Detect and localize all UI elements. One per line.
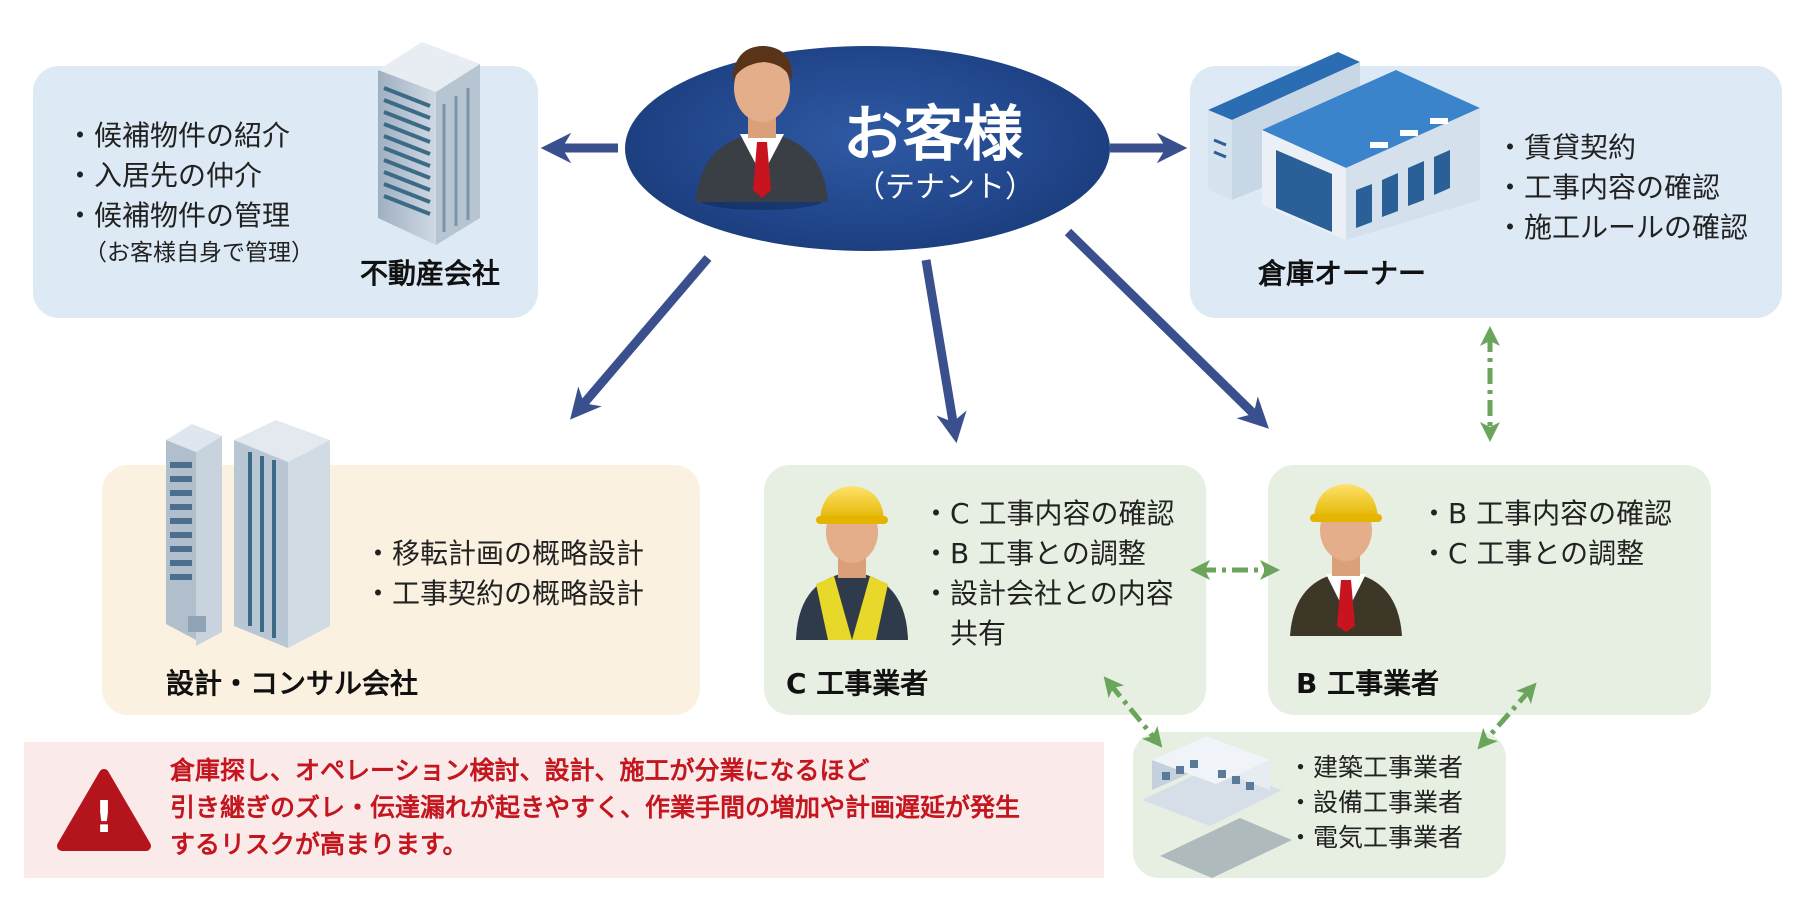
sub-contractors-building-icon bbox=[1142, 736, 1292, 878]
arrows-from-customer bbox=[540, 132, 1269, 444]
c-contractor-item: ・設計会社との内容 bbox=[922, 577, 1174, 610]
c-contractor-item: 共有 bbox=[922, 617, 1007, 650]
customer-subtitle: （テナント） bbox=[855, 170, 1035, 205]
c-contractor-item: ・B 工事との調整 bbox=[922, 537, 1146, 570]
warning-line: 引き継ぎのズレ・伝達漏れが起きやすく、作業手間の増加や計画遅延が発生 bbox=[170, 793, 1021, 822]
design-item: ・工事契約の概略設計 bbox=[364, 577, 645, 610]
arrow-b-sub bbox=[1477, 682, 1537, 750]
warning-icon-mark: ! bbox=[94, 792, 115, 843]
owner-item: ・施工ルールの確認 bbox=[1496, 211, 1749, 244]
design-items: ・移転計画の概略設計 ・工事契約の概略設計 bbox=[364, 534, 644, 614]
owner-label: 倉庫オーナー bbox=[1258, 257, 1427, 290]
c-contractor-label: C 工事業者 bbox=[786, 667, 929, 700]
b-contractor-worker-icon bbox=[1290, 484, 1402, 636]
real-estate-item: ・候補物件の紹介 bbox=[66, 119, 291, 152]
sub-contractor-item: ・建築工事業者 bbox=[1288, 753, 1464, 782]
design-label: 設計・コンサル会社 bbox=[166, 667, 419, 700]
real-estate-items: ・候補物件の紹介 ・入居先の仲介 ・候補物件の管理 （お客様自身で管理） bbox=[66, 116, 314, 270]
design-item: ・移転計画の概略設計 bbox=[364, 537, 645, 570]
real-estate-item: ・候補物件の管理 bbox=[66, 199, 291, 232]
b-contractor-item: ・C 工事との調整 bbox=[1420, 537, 1645, 570]
b-contractor-item: ・B 工事内容の確認 bbox=[1420, 497, 1673, 530]
warning-icon bbox=[57, 769, 151, 851]
warning-box bbox=[24, 742, 1104, 878]
owner-item: ・工事内容の確認 bbox=[1496, 171, 1721, 204]
real-estate-building-icon bbox=[378, 42, 480, 245]
arrow-to-b-contractor bbox=[1064, 228, 1269, 429]
sub-contractors-items: ・建築工事業者 ・設備工事業者 ・電気工事業者 bbox=[1288, 750, 1463, 855]
customer-title: お客様 bbox=[843, 100, 1023, 170]
arrow-to-design bbox=[570, 255, 712, 420]
arrow-to-c-contractor bbox=[921, 259, 967, 444]
b-contractor-label: B 工事業者 bbox=[1296, 667, 1440, 700]
owner-items: ・賃貸契約 ・工事内容の確認 ・施工ルールの確認 bbox=[1496, 128, 1748, 248]
sub-contractor-item: ・電気工事業者 bbox=[1288, 823, 1464, 852]
arrows-coordination bbox=[1103, 326, 1537, 750]
owner-item: ・賃貸契約 bbox=[1496, 131, 1637, 164]
real-estate-item: ・入居先の仲介 bbox=[66, 159, 263, 192]
warning-text: 倉庫探し、オペレーション検討、設計、施工が分業になるほど 引き継ぎのズレ・伝達漏… bbox=[170, 752, 1020, 863]
arrow-c-sub bbox=[1103, 676, 1163, 748]
real-estate-note: （お客様自身で管理） bbox=[84, 240, 314, 266]
design-buildings-icon bbox=[166, 420, 330, 648]
warning-line: するリスクが高まります。 bbox=[170, 830, 468, 859]
warehouse-icon bbox=[1208, 52, 1480, 240]
real-estate-label: 不動産会社 bbox=[360, 257, 501, 290]
c-contractor-item: ・C 工事内容の確認 bbox=[922, 497, 1175, 530]
warning-line: 倉庫探し、オペレーション検討、設計、施工が分業になるほど bbox=[170, 756, 870, 785]
sub-contractor-item: ・設備工事業者 bbox=[1288, 788, 1464, 817]
c-contractor-worker-icon bbox=[796, 486, 908, 640]
c-contractor-items: ・C 工事内容の確認 ・B 工事との調整 ・設計会社との内容 共有 bbox=[922, 494, 1174, 654]
b-contractor-items: ・B 工事内容の確認 ・C 工事との調整 bbox=[1420, 494, 1672, 574]
